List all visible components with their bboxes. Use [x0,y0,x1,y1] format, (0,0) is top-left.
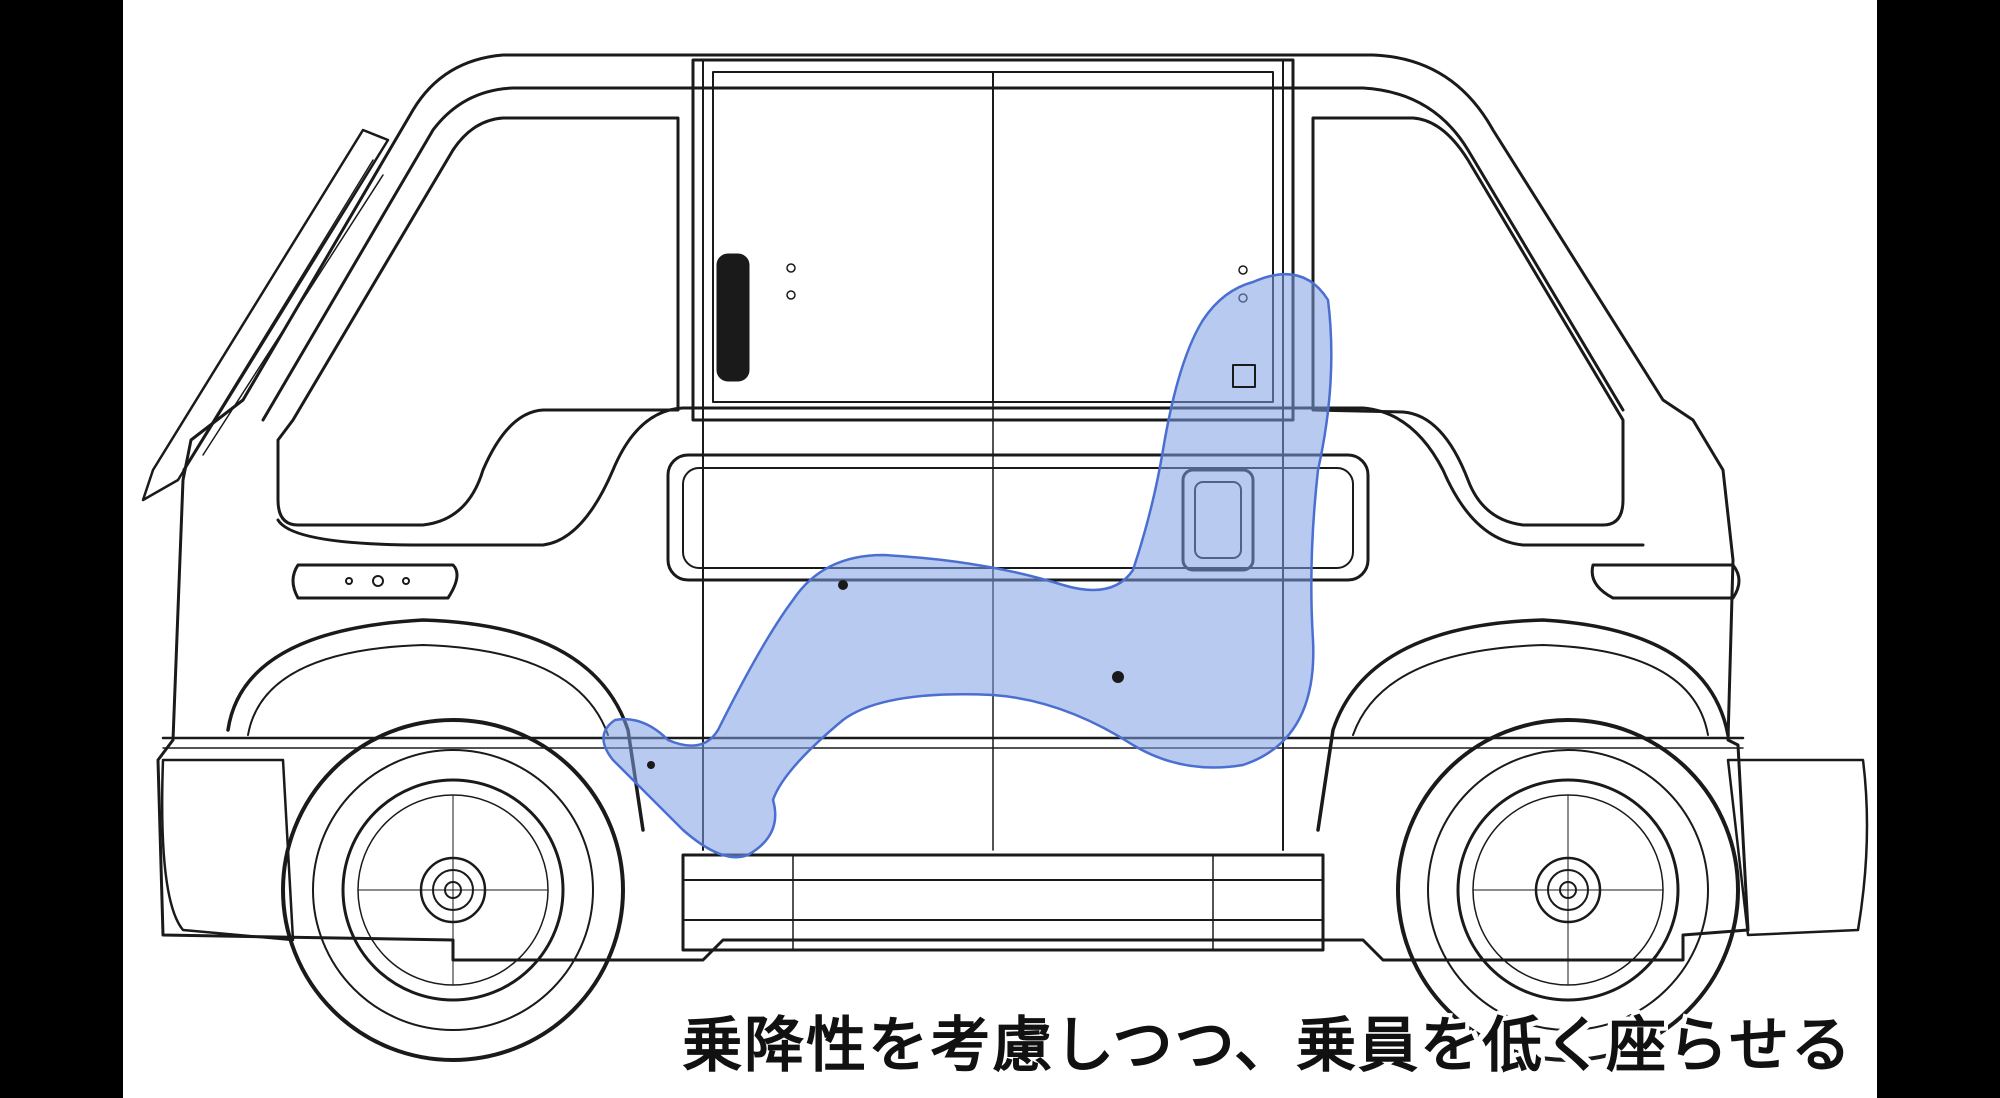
rear-bumper [1726,758,1869,937]
front-side-window [276,116,680,527]
occupant-silhouette [602,273,1333,859]
front-wheel-arch [226,618,645,832]
belt-line [276,406,1645,547]
front-side-lamp [291,563,459,600]
body-outline [156,53,1750,962]
rear-side-window [1311,116,1625,527]
rear-wheel [1396,718,1740,1062]
video-canvas: 乗降性を考慮しつつ、乗員を低く座らせる [123,0,1877,1098]
vehicle-side-view-drawing [141,53,1869,1062]
rear-wheel-arch [1316,618,1730,832]
rear-side-lamp [1590,563,1741,600]
windshield [141,128,390,502]
floor-step [681,853,1325,952]
front-bumper [160,758,295,942]
video-subtitle: 乗降性を考慮しつつ、乗員を低く座らせる [682,1011,1853,1081]
door-latch [716,253,750,382]
roof-inner [261,86,1625,422]
front-wheel [281,718,625,1062]
